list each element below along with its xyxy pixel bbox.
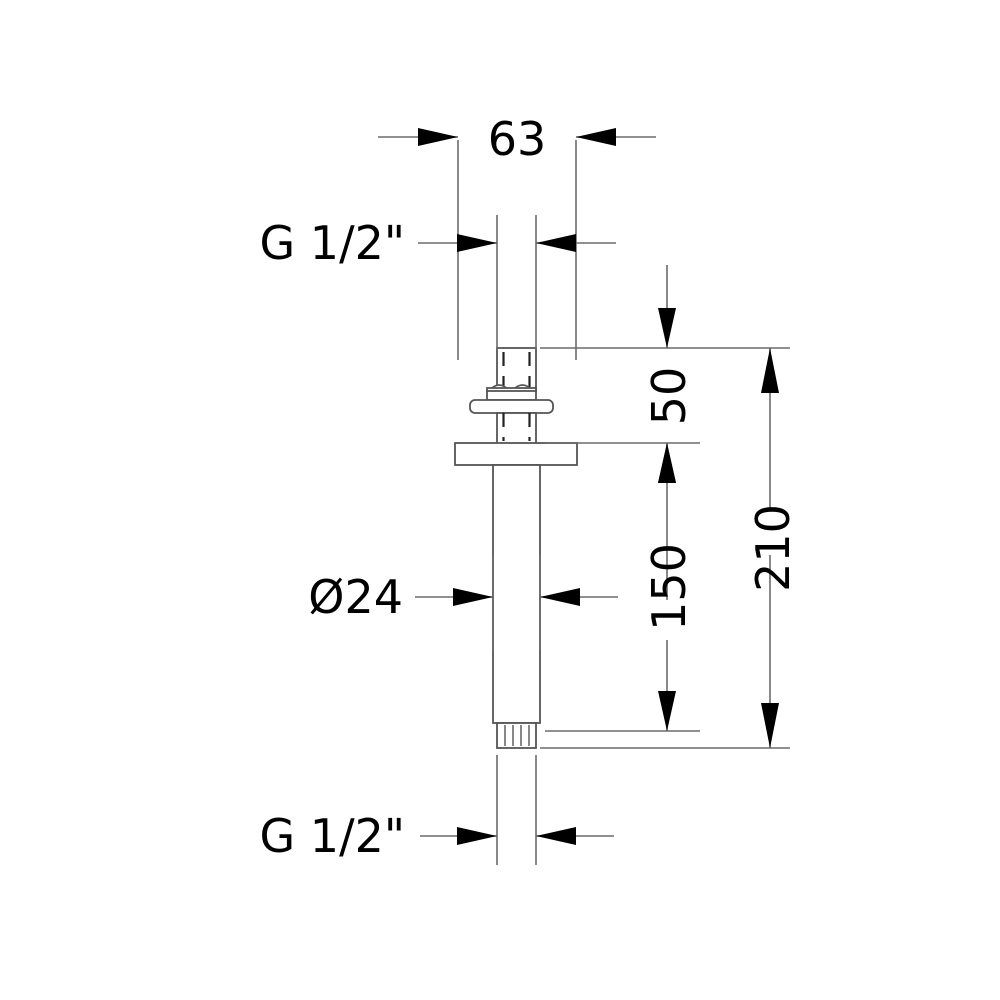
arrow-right-icon bbox=[457, 827, 497, 845]
dimension-label-thread-top: G 1/2" bbox=[260, 216, 405, 270]
hex-nut bbox=[486, 384, 537, 401]
arrow-down-icon-210 bbox=[761, 703, 779, 748]
dimension-thread-top: G 1/2" bbox=[260, 216, 616, 270]
arrow-left-icon bbox=[540, 588, 580, 606]
arrow-up-icon-150 bbox=[658, 443, 676, 483]
dimension-label-50: 50 bbox=[642, 367, 696, 426]
arrow-down-icon bbox=[658, 308, 676, 348]
arrow-right-icon bbox=[418, 128, 458, 146]
dimension-label-diameter-24: Ø24 bbox=[308, 570, 403, 624]
dimension-150: 150 bbox=[642, 443, 696, 731]
arrow-left-icon bbox=[536, 827, 576, 845]
arrow-right-icon bbox=[453, 588, 493, 606]
main-tube bbox=[492, 464, 541, 724]
vertical-extension-lines bbox=[457, 140, 577, 865]
bottom-thread-stub bbox=[496, 722, 537, 749]
dimension-label-150: 150 bbox=[642, 543, 696, 631]
arrow-up-icon-210 bbox=[761, 348, 779, 393]
arrow-left-icon bbox=[536, 234, 576, 252]
arrow-right-icon bbox=[457, 234, 497, 252]
arrow-down-icon-150 bbox=[658, 691, 676, 731]
top-thread-stub bbox=[496, 347, 537, 391]
dimension-50: 50 bbox=[642, 265, 696, 483]
nut-washer bbox=[469, 399, 554, 414]
dimension-210: 210 bbox=[746, 348, 800, 748]
product-geometry bbox=[454, 347, 578, 749]
dimension-thread-bottom: G 1/2" bbox=[260, 809, 614, 863]
dimension-63: 63 bbox=[378, 112, 656, 166]
dimension-label-63: 63 bbox=[488, 112, 547, 166]
ceiling-flange bbox=[454, 442, 578, 466]
dimension-diameter-24: Ø24 bbox=[308, 570, 618, 624]
horizontal-extension-lines bbox=[540, 347, 790, 749]
dimension-label-thread-bottom: G 1/2" bbox=[260, 809, 405, 863]
upper-shaft bbox=[496, 412, 537, 445]
arrow-left-icon bbox=[576, 128, 616, 146]
dimension-label-210: 210 bbox=[746, 504, 800, 592]
